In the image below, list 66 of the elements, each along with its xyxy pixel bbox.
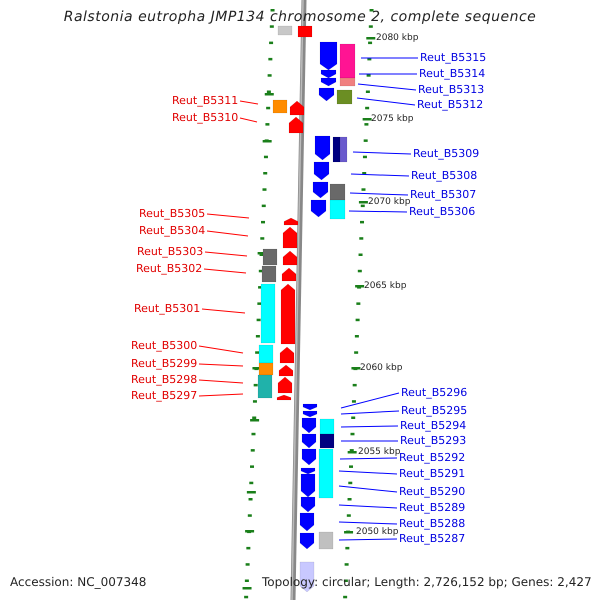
leader-line bbox=[338, 470, 398, 474]
scale-label: 2060 kbp bbox=[360, 363, 402, 373]
scale-label: 2065 kbp bbox=[364, 281, 406, 291]
info-text: Accession: NC_007348 bbox=[10, 575, 146, 589]
gene-label: Reut_B5300 bbox=[131, 339, 198, 353]
gene-label: Reut_B5299 bbox=[131, 357, 198, 371]
gene-label: Reut_B5310 bbox=[172, 111, 238, 125]
leader-line bbox=[338, 504, 398, 508]
leader-line bbox=[198, 394, 244, 396]
gene-label: Reut_B5297 bbox=[131, 389, 198, 403]
leader-line bbox=[338, 522, 398, 524]
gene-label: Reut_B5307 bbox=[410, 188, 476, 202]
leader-line bbox=[206, 214, 250, 218]
leader-line bbox=[204, 268, 246, 274]
gene-label: Reut_B5303 bbox=[137, 245, 204, 259]
gene-label: Reut_B5315 bbox=[420, 51, 486, 65]
leader-line bbox=[338, 538, 398, 540]
gene-label: Reut_B5301 bbox=[134, 302, 200, 316]
leader-line bbox=[350, 174, 410, 176]
gene-label: Reut_B5294 bbox=[400, 419, 466, 433]
gene-label: Reut_B5298 bbox=[131, 373, 198, 387]
leader-line bbox=[206, 230, 248, 236]
gene-label: Reut_B5302 bbox=[136, 262, 202, 276]
leader-line bbox=[352, 152, 412, 154]
scale-label: 2075 kbp bbox=[371, 114, 414, 124]
leader-line bbox=[198, 346, 244, 354]
scale-label: 2080 kbp bbox=[376, 33, 418, 43]
leader-line bbox=[350, 192, 408, 196]
gene-label: Reut_B5290 bbox=[399, 485, 466, 499]
leader-line bbox=[340, 410, 400, 414]
gene-label: Reut_B5292 bbox=[399, 451, 466, 465]
gene-label: Reut_B5313 bbox=[418, 83, 484, 97]
gene-label: Reut_B5291 bbox=[399, 467, 466, 481]
gene-label: Reut_B5295 bbox=[401, 404, 468, 418]
gene-label: Reut_B5288 bbox=[399, 517, 466, 531]
leader-line bbox=[340, 426, 398, 428]
scale-label: 2070 kbp bbox=[368, 197, 410, 207]
leader-line bbox=[198, 364, 244, 366]
info-text: Topology: circular; Length: 2,726,152 bp; Genes: 2,427 bbox=[262, 575, 592, 589]
gene-label: Reut_B5293 bbox=[400, 434, 466, 448]
gene-label: Reut_B5289 bbox=[399, 501, 466, 515]
leader-line bbox=[338, 486, 398, 492]
scale-label: 2055 kbp bbox=[358, 447, 400, 457]
gene-label: Reut_B5312 bbox=[417, 98, 484, 112]
leader-line bbox=[340, 440, 398, 442]
gene-label: Reut_B5305 bbox=[139, 207, 206, 221]
leader-line bbox=[358, 84, 416, 90]
gene-label: Reut_B5296 bbox=[401, 386, 468, 400]
leader-line bbox=[204, 252, 248, 256]
leader-line bbox=[198, 380, 244, 384]
scale-label: 2050 kbp bbox=[356, 527, 398, 537]
gene-label: Reut_B5304 bbox=[139, 224, 206, 238]
gene-label: Reut_B5309 bbox=[413, 147, 480, 161]
gene-label: Reut_B5311 bbox=[172, 94, 238, 108]
leader-line bbox=[356, 98, 416, 106]
title: Ralstonia eutropha JMP134 chromosome 2, complete sequence bbox=[62, 10, 538, 24]
leader-line bbox=[340, 392, 400, 408]
gene-label: Reut_B5287 bbox=[399, 532, 466, 546]
gene-label: Reut_B5306 bbox=[409, 205, 476, 219]
leader-line bbox=[240, 100, 258, 104]
leader-line bbox=[240, 118, 258, 122]
gene-label: Reut_B5308 bbox=[411, 169, 478, 183]
leader-line bbox=[202, 308, 246, 314]
gene-label: Reut_B5314 bbox=[419, 67, 486, 81]
leader-line bbox=[340, 458, 398, 460]
leader-line bbox=[348, 210, 408, 212]
